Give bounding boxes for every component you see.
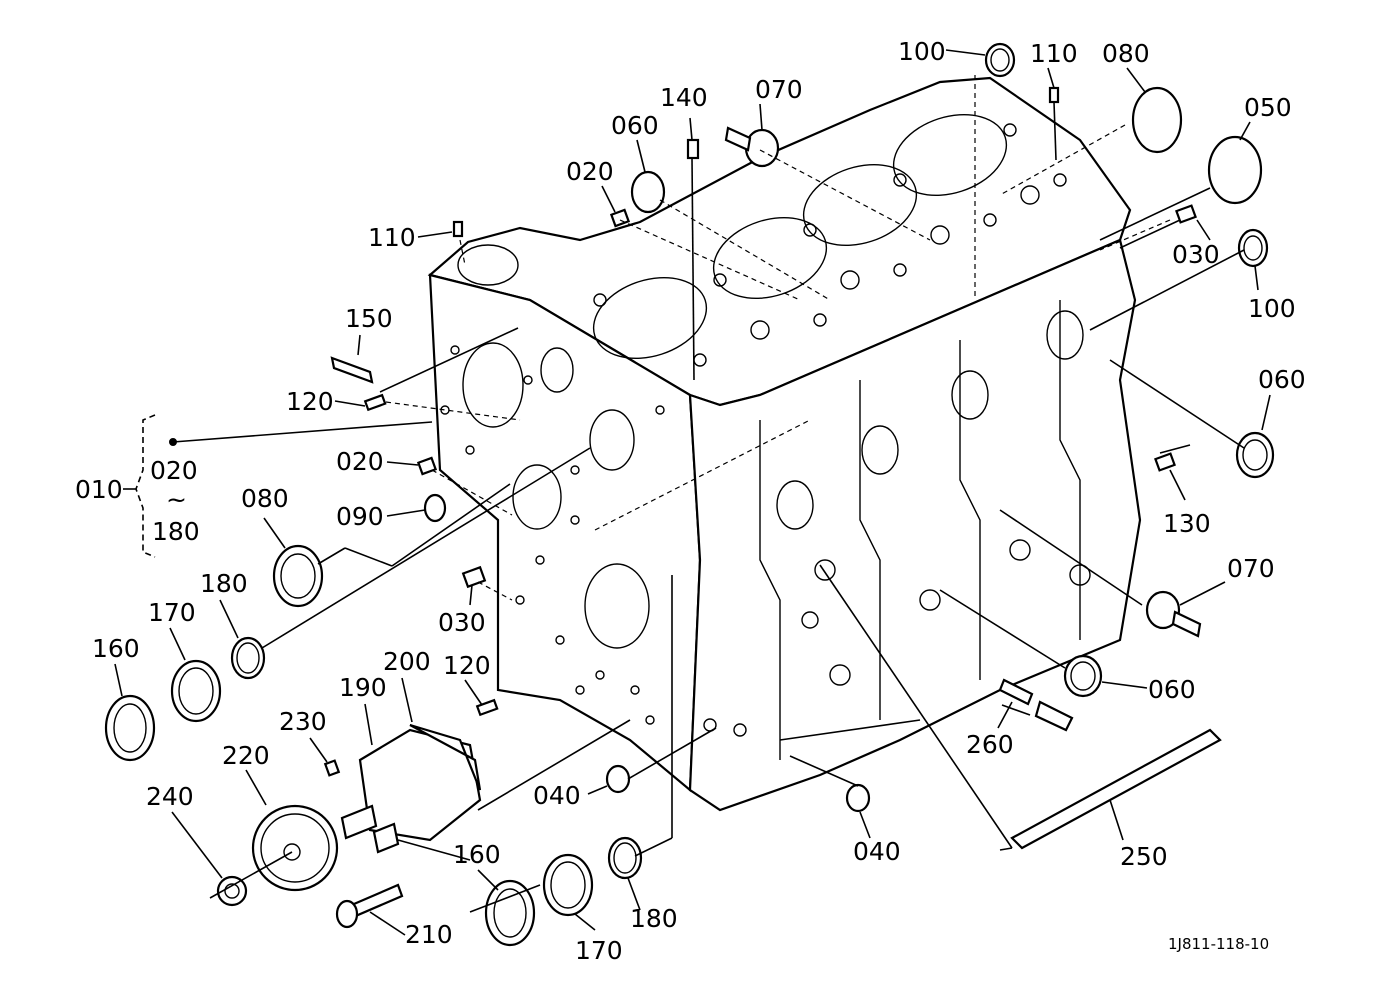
- callout-label: 230: [279, 707, 327, 736]
- callout-label: 040: [533, 781, 581, 810]
- callout-label: 060: [611, 111, 659, 140]
- callout-label: 140: [660, 83, 708, 112]
- callout-label: 100: [898, 37, 946, 66]
- callout-label: 040: [853, 837, 901, 866]
- leader-lines: [114, 49, 1271, 936]
- callout-label: 210: [405, 920, 453, 949]
- callout-label: 060: [1148, 675, 1196, 704]
- callout-label: 130: [1163, 509, 1211, 538]
- callout-label: 160: [453, 840, 501, 869]
- crankcase-webs: [703, 300, 1091, 760]
- callout-label: 070: [1227, 554, 1275, 583]
- callout-label: 030: [438, 608, 486, 637]
- callout-label: 260: [966, 730, 1014, 759]
- loose-parts: [104, 42, 1275, 947]
- callout-label: 180: [200, 569, 248, 598]
- assembly-bracket: 010 020 ~ 180: [75, 414, 200, 558]
- callout-label: 030: [1172, 240, 1220, 269]
- callout-label: 080: [241, 484, 289, 513]
- callout-label: 110: [368, 223, 416, 252]
- callout-labels: 100 110 080 050 140 070 060 020 110 030 …: [92, 37, 1306, 965]
- callout-label: 020: [336, 447, 384, 476]
- callout-label: 250: [1120, 842, 1168, 871]
- callout-label: 050: [1244, 93, 1292, 122]
- assembly-range-to: 180: [152, 517, 200, 546]
- drawing-reference: 1J811-118-10: [1168, 935, 1269, 953]
- callout-label: 120: [443, 651, 491, 680]
- front-face-holes: [440, 345, 665, 725]
- callout-label: 120: [286, 387, 334, 416]
- assembly-number: 010: [75, 475, 123, 504]
- callout-label: 070: [755, 75, 803, 104]
- callout-label: 020: [566, 157, 614, 186]
- deck-holes: [593, 123, 1067, 367]
- callout-label: 180: [630, 904, 678, 933]
- callout-label: 090: [336, 502, 384, 531]
- callout-label: 200: [383, 647, 431, 676]
- callout-label: 170: [575, 936, 623, 965]
- assembly-range-sep: ~: [166, 485, 187, 514]
- callout-label: 100: [1248, 294, 1296, 323]
- callout-label: 190: [339, 673, 387, 702]
- callout-label: 150: [345, 304, 393, 333]
- callout-label: 160: [92, 634, 140, 663]
- callout-label: 240: [146, 782, 194, 811]
- callout-label: 080: [1102, 39, 1150, 68]
- callout-label: 110: [1030, 39, 1078, 68]
- cylinder-block: [427, 76, 1142, 812]
- callout-label: 220: [222, 741, 270, 770]
- callout-label: 060: [1258, 365, 1306, 394]
- assembly-range-from: 020: [150, 456, 198, 485]
- callout-label: 170: [148, 598, 196, 627]
